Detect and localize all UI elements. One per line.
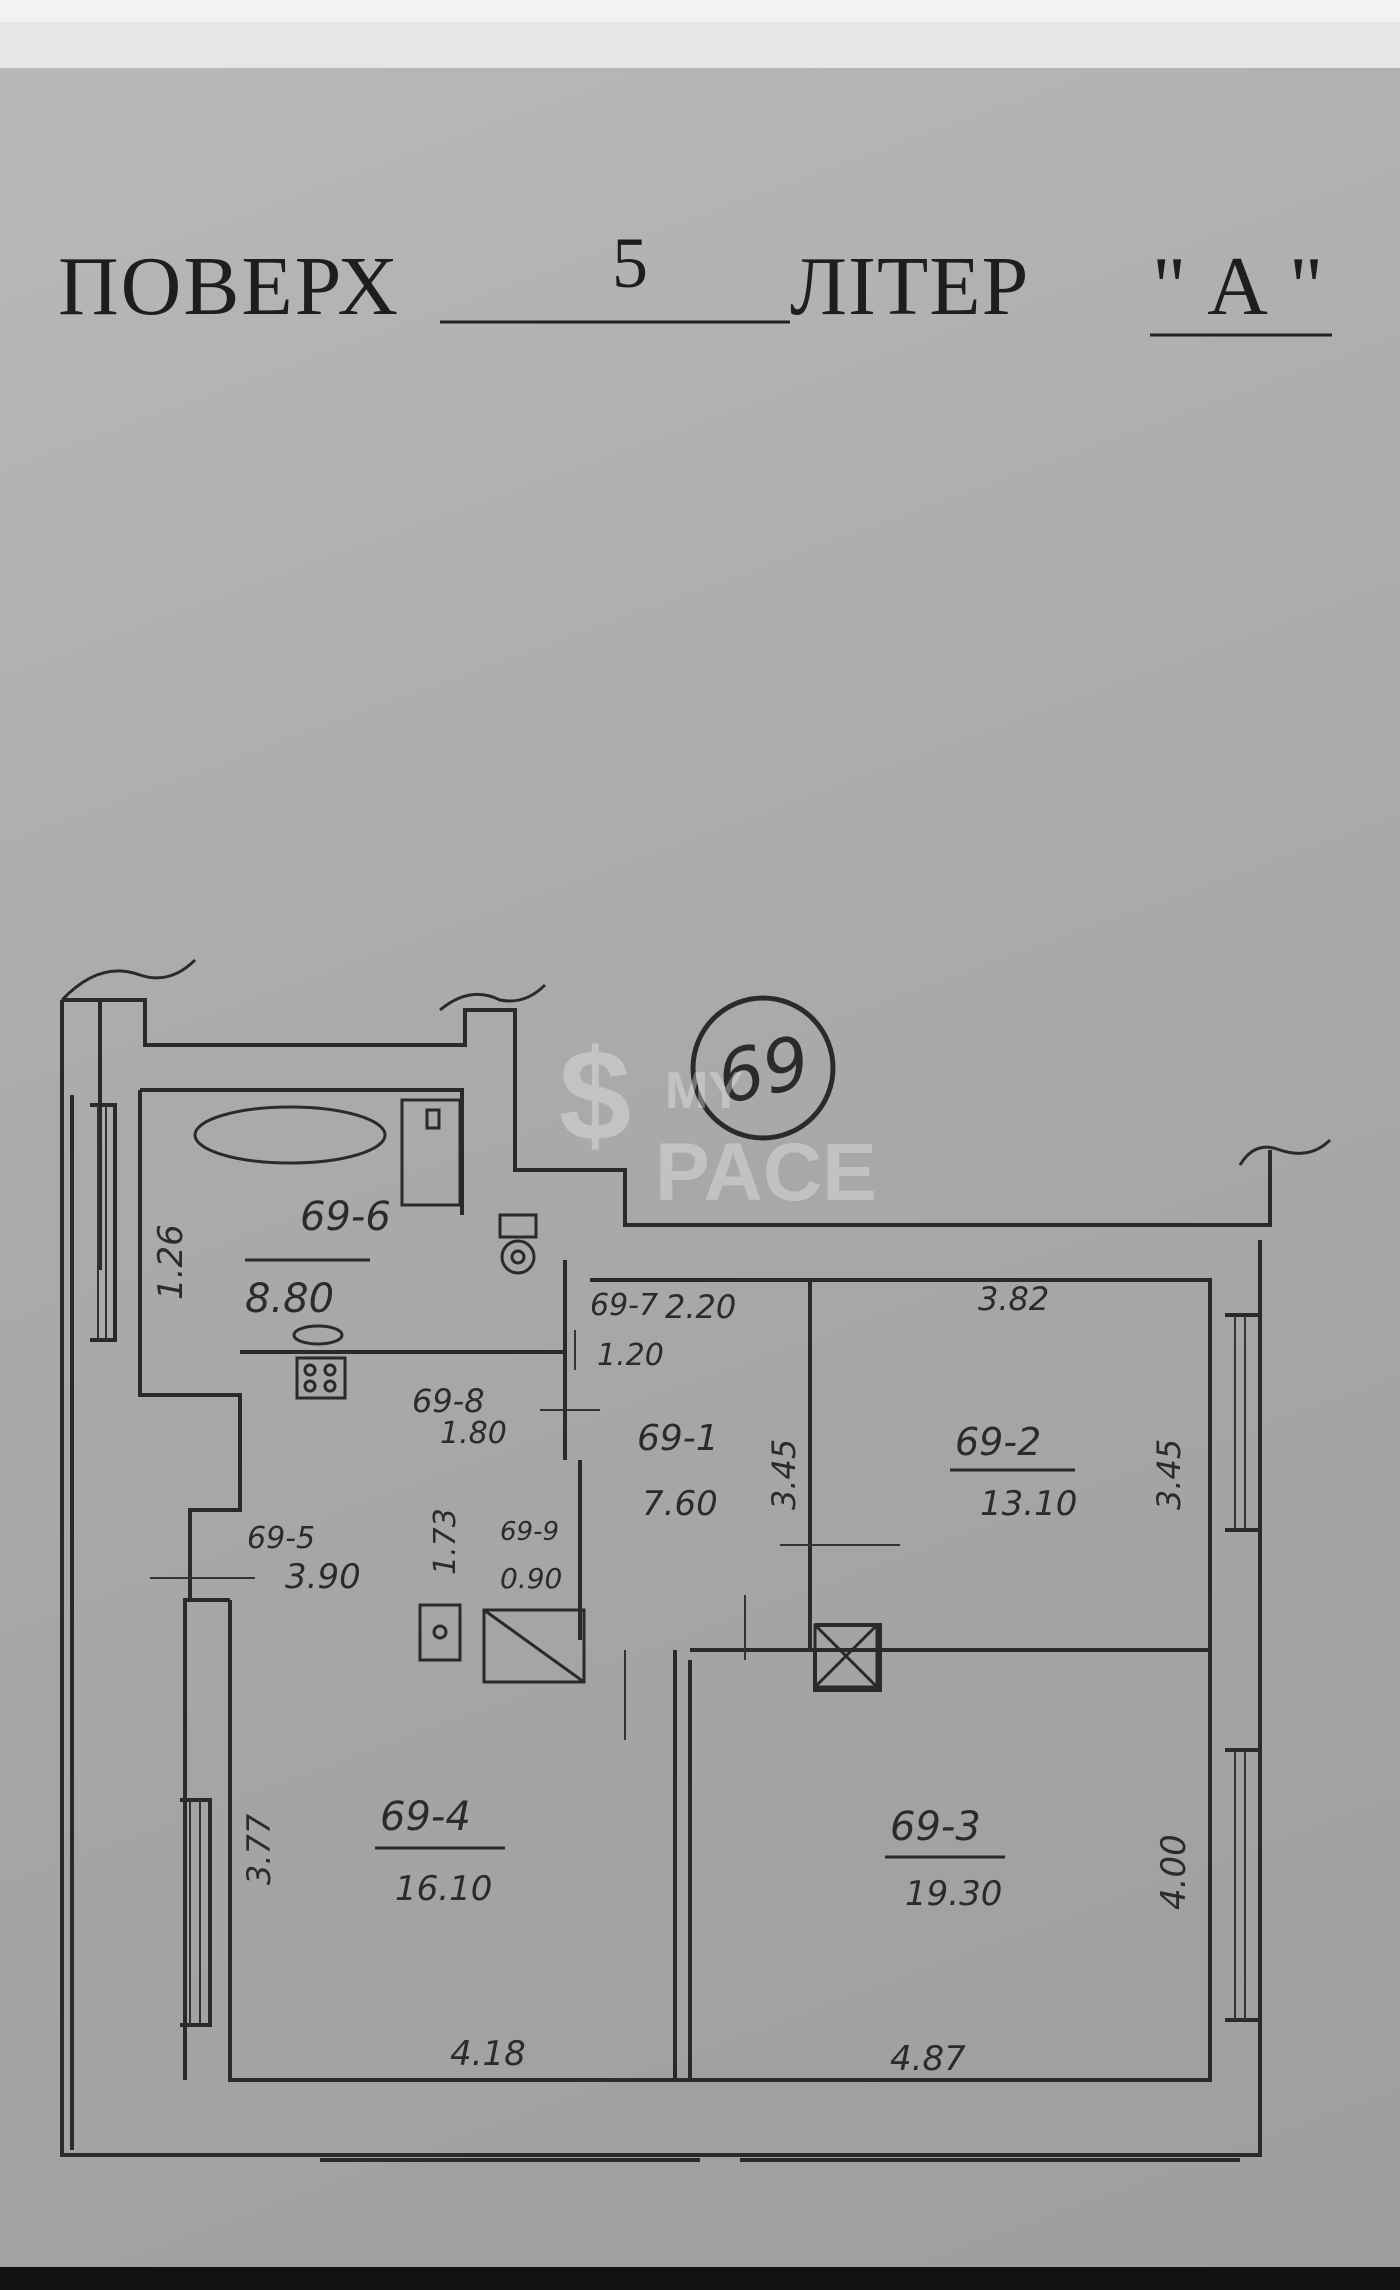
room-id: 69-7 xyxy=(590,1288,658,1323)
ventilation-shaft-icon xyxy=(813,1623,879,1689)
room-id: 69-4 xyxy=(380,1794,471,1840)
stove-icon xyxy=(295,1356,347,1400)
room-area: 1.80 xyxy=(440,1416,507,1451)
room-id: 69-5 xyxy=(247,1521,315,1556)
header-underlines xyxy=(440,320,1332,337)
room-area: 3.90 xyxy=(285,1557,361,1597)
paper-margin xyxy=(0,22,1400,68)
dimension-label: 4.18 xyxy=(450,2034,526,2074)
floor-label: ПОВЕРХ xyxy=(58,240,401,333)
room-area: 7.60 xyxy=(642,1484,718,1524)
room-area: 19.30 xyxy=(905,1874,1002,1914)
dimension-label: 3.45 xyxy=(1150,1439,1188,1510)
watermark-line2: PACE xyxy=(655,1127,877,1218)
watermark-logo: $ MY PACE xyxy=(559,1022,877,1218)
break-lines xyxy=(60,958,1332,1166)
room-id: 69-2 xyxy=(955,1420,1041,1464)
letter-label: ЛІТЕР xyxy=(790,240,1030,333)
dimension-label: 4.87 xyxy=(890,2039,966,2079)
room-id: 69-3 xyxy=(890,1804,981,1850)
cabinet-icon xyxy=(400,1098,462,1207)
kitchen-sink-icon xyxy=(418,1603,462,1662)
floor-value: 5 xyxy=(612,223,648,303)
floor-plan-sheet xyxy=(0,22,1400,2267)
room-area: 1.20 xyxy=(597,1338,664,1373)
apartment-number-badge: 69 xyxy=(690,995,836,1141)
room-labels: 69-6 8.80 69-8 1.80 69-7 1.20 69-1 7.60 … xyxy=(245,1194,1077,1914)
room-id: 69-6 xyxy=(300,1194,391,1240)
room-area: 13.10 xyxy=(980,1484,1077,1524)
watermark-line1: MY xyxy=(665,1062,743,1120)
apartment-number: 69 xyxy=(710,1019,817,1120)
letter-value: " А " xyxy=(1152,240,1324,333)
photo-edge-bottom xyxy=(0,2267,1400,2290)
room-area: 0.90 xyxy=(500,1562,562,1595)
room-area: 8.80 xyxy=(245,1276,334,1322)
dimension-labels: 1.26 2.20 3.82 3.45 3.45 1.73 3.77 4.00 … xyxy=(151,1224,1194,2079)
dimension-lines xyxy=(150,1330,900,1740)
outer-walls xyxy=(60,998,1272,2162)
room-id: 69-9 xyxy=(500,1517,559,1547)
photo-edge-top xyxy=(0,0,1400,22)
dimension-label: 3.82 xyxy=(978,1280,1049,1318)
toilet-icon xyxy=(498,1213,538,1275)
dimension-label: 3.77 xyxy=(240,1813,278,1885)
room-area: 16.10 xyxy=(395,1869,492,1909)
dimension-label: 1.26 xyxy=(151,1224,191,1300)
sink-icon xyxy=(292,1324,344,1346)
svg-text:$: $ xyxy=(559,1022,631,1168)
dimension-label: 4.00 xyxy=(1154,1834,1194,1910)
dimension-label: 2.20 xyxy=(665,1288,736,1326)
bathtub-icon xyxy=(193,1105,387,1165)
counter-icon xyxy=(482,1608,586,1684)
room-id: 69-1 xyxy=(637,1418,719,1459)
room-id: 69-8 xyxy=(412,1382,485,1420)
dimension-label: 3.45 xyxy=(765,1439,803,1510)
dimension-label: 1.73 xyxy=(428,1508,463,1575)
window-hatch xyxy=(97,1105,1246,2025)
